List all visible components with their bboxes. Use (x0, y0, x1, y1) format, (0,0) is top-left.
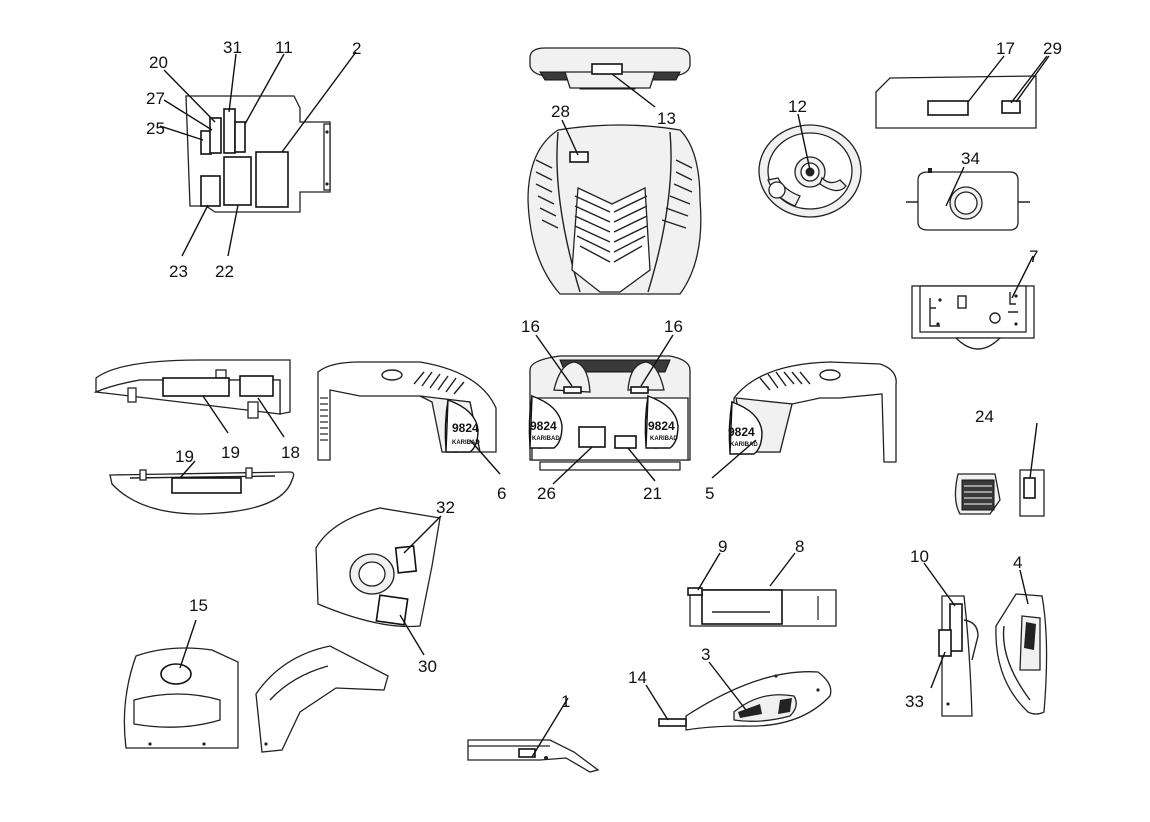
callout-32: 32 (436, 498, 455, 517)
logo-number-6: 9824 (452, 421, 479, 435)
callout-3: 3 (701, 645, 710, 664)
left-side-panel-part: 9824 KARIBAD (317, 361, 497, 461)
logo-text-front-right: KARIBAD (650, 436, 678, 442)
decal-24 (1023, 477, 1036, 499)
decal-19a (162, 377, 230, 397)
callout-16b: 16 (664, 317, 683, 336)
logo-number-front-left: 9824 (530, 419, 557, 433)
callout-10: 10 (910, 547, 929, 566)
callout-11: 11 (275, 38, 293, 57)
callout-29: 29 (1043, 39, 1062, 58)
decal-18 (239, 375, 274, 397)
callout-16a: 16 (521, 317, 540, 336)
logo-number-5: 9824 (728, 425, 755, 439)
rear-plate-part (911, 285, 1035, 350)
dash-cover-part (875, 75, 1037, 129)
decal-13 (591, 63, 623, 75)
decal-31 (223, 108, 236, 154)
callout-19b: 19 (175, 447, 194, 466)
decal-29 (1001, 100, 1021, 114)
logo-text-6: KARIBAD (452, 440, 480, 446)
callout-18: 18 (281, 443, 300, 462)
leader-lines (159, 51, 1050, 758)
right-side-panel-part: 9824 KARIBAD (728, 361, 897, 463)
callout-28: 28 (551, 102, 570, 121)
front-grille-part: 9824 KARIBAD 9824 KARIBAD (528, 355, 691, 471)
decal-23 (200, 175, 221, 207)
steering-wheel-part (758, 124, 862, 218)
callout-21: 21 (643, 484, 662, 503)
callout-1: 1 (561, 692, 570, 711)
fuel-cover-part (906, 168, 1030, 231)
decal-8 (701, 589, 783, 625)
decal-33 (938, 629, 952, 657)
decal-16b (630, 386, 649, 394)
callout-14: 14 (628, 668, 647, 687)
lamp-housing-part (995, 593, 1048, 715)
fender-shroud-part (255, 645, 389, 753)
decal-32 (394, 545, 418, 574)
callout-22: 22 (215, 262, 234, 281)
decal-22 (223, 156, 252, 206)
callout-33: 33 (905, 692, 924, 711)
callout-17: 17 (996, 39, 1015, 58)
decal-16a (563, 386, 582, 394)
seat-side-part (954, 469, 1045, 517)
callout-5: 5 (705, 484, 714, 503)
decal-26 (578, 426, 606, 448)
step-plate-part (109, 467, 295, 515)
callout-labels: 1 2 3 4 5 6 7 8 9 10 11 12 13 14 15 16 1… (146, 38, 1062, 711)
callout-7: 7 (1029, 247, 1038, 266)
decal-21 (614, 435, 637, 449)
logo-number-front-right: 9824 (648, 419, 675, 433)
callout-24: 24 (975, 407, 994, 426)
callout-8: 8 (795, 537, 804, 556)
left-fender-part (93, 359, 291, 419)
decal-9 (687, 587, 703, 596)
callout-26: 26 (537, 484, 556, 503)
callout-19a: 19 (221, 443, 240, 462)
center-console-part (315, 507, 441, 628)
callout-20: 20 (149, 53, 168, 72)
callout-30: 30 (418, 657, 437, 676)
decal-28 (569, 151, 589, 163)
decal-30 (375, 594, 409, 626)
hood-top-part (529, 47, 691, 90)
decal-19b (171, 477, 242, 494)
decal-27 (209, 117, 222, 154)
callout-23: 23 (169, 262, 188, 281)
side-shield-part (658, 671, 832, 731)
right-rear-fender-part (938, 595, 979, 717)
callout-15: 15 (189, 596, 208, 615)
control-panel-part (185, 95, 331, 213)
decal-11 (234, 121, 246, 153)
decal-2 (255, 151, 289, 208)
callout-13: 13 (657, 109, 676, 128)
decal-17 (927, 100, 969, 116)
callout-4: 4 (1013, 553, 1022, 572)
callout-9: 9 (718, 537, 727, 556)
callout-6: 6 (497, 484, 506, 503)
hood-front-part (527, 124, 702, 295)
callout-25: 25 (146, 119, 165, 138)
tool-tray-part (687, 587, 837, 627)
callout-2: 2 (352, 39, 361, 58)
decal-14 (658, 718, 687, 727)
logo-text-5: KARIBAD (730, 442, 758, 448)
callout-12: 12 (788, 97, 807, 116)
decal-10 (949, 603, 963, 652)
callout-31: 31 (223, 38, 242, 57)
rear-hood-part (123, 647, 239, 749)
decal-15 (160, 663, 192, 685)
logo-text-front-left: KARIBAD (532, 436, 560, 442)
callout-27: 27 (146, 89, 165, 108)
callout-34: 34 (961, 149, 980, 168)
